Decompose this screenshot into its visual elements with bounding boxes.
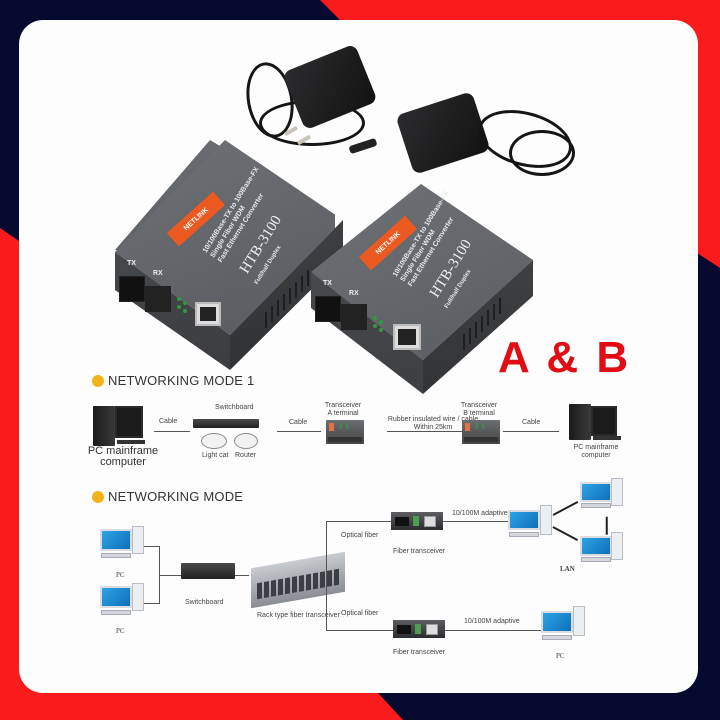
rj45-port bbox=[393, 324, 421, 350]
connector-line bbox=[144, 603, 160, 604]
link-label: Rubber insulated wire / cable Within 25k… bbox=[387, 416, 479, 431]
switchboard-icon bbox=[181, 563, 235, 579]
pc-right-label: PC mainframe computer bbox=[573, 444, 619, 459]
cable-line bbox=[387, 431, 479, 432]
light-cat-icon bbox=[201, 433, 227, 449]
dc-plug-1 bbox=[348, 137, 378, 155]
fiber-transceiver-bottom-label: Fiber transceiver bbox=[393, 649, 446, 656]
led bbox=[373, 316, 377, 320]
connector-line bbox=[159, 546, 160, 603]
transceiver-a-label: Transceiver A terminal bbox=[324, 402, 362, 417]
switchboard-label: Switchboard bbox=[215, 404, 254, 411]
vent bbox=[499, 298, 501, 314]
cable-label: Cable bbox=[289, 419, 308, 426]
cable-line bbox=[154, 431, 190, 432]
tx-label: TX bbox=[127, 260, 136, 267]
vent bbox=[475, 322, 477, 338]
router-label: Router bbox=[235, 452, 257, 459]
fiber-line bbox=[326, 521, 327, 631]
vent bbox=[487, 310, 489, 326]
pc-1-label: PC bbox=[116, 571, 125, 579]
cable-label: Cable bbox=[159, 418, 178, 425]
vent bbox=[265, 312, 267, 328]
tx-label: TX bbox=[323, 280, 332, 287]
power-adapter-2 bbox=[395, 91, 491, 175]
fiber-port-rx bbox=[341, 304, 367, 330]
vent bbox=[463, 334, 465, 350]
fiber-port-tx bbox=[315, 296, 341, 322]
vent bbox=[283, 294, 285, 310]
pc-2-label: PC bbox=[116, 627, 125, 635]
cable-line bbox=[277, 431, 321, 432]
mode2-title: NETWORKING MODE bbox=[92, 489, 243, 504]
arrow-icon bbox=[606, 516, 608, 535]
fiber-transceiver-top-label: Fiber transceiver bbox=[393, 548, 446, 555]
transceiver-b-label: Transceiver B terminal bbox=[460, 402, 498, 417]
connector-line bbox=[235, 575, 249, 576]
rack-transceiver-icon bbox=[251, 551, 345, 609]
cable-label: Cable bbox=[522, 419, 541, 426]
switchboard-label: Switchboard bbox=[185, 599, 224, 606]
fiber-port-tx bbox=[119, 276, 145, 302]
connector-line bbox=[159, 575, 201, 576]
rx-label: RX bbox=[153, 270, 163, 277]
lan-label: LAN bbox=[560, 565, 575, 573]
rack-label: Rack type fiber transceiver bbox=[257, 612, 340, 619]
led bbox=[183, 309, 187, 313]
arrow-icon bbox=[552, 526, 579, 541]
variant-label: A & B bbox=[498, 333, 632, 382]
vent bbox=[295, 282, 297, 298]
led bbox=[373, 324, 377, 328]
light-cat-label: Light cat bbox=[202, 452, 229, 459]
fiber-line bbox=[326, 630, 394, 631]
vent bbox=[271, 306, 273, 322]
transceiver-b-icon bbox=[462, 420, 500, 444]
bullet-dot-icon bbox=[92, 490, 104, 503]
led bbox=[177, 297, 181, 301]
arrow-icon bbox=[552, 500, 579, 516]
cable-line bbox=[445, 630, 541, 631]
led bbox=[379, 320, 383, 324]
optical-fiber-top-label: Optical fiber bbox=[341, 532, 379, 539]
fiber-transceiver-bottom-icon bbox=[393, 620, 445, 638]
cable-line bbox=[443, 521, 509, 522]
vent bbox=[289, 288, 291, 304]
rj45-port bbox=[195, 302, 221, 326]
optical-fiber-bottom-label: Optical fiber bbox=[341, 610, 379, 617]
power-cord-2-loop bbox=[509, 130, 575, 176]
adaptive-top-label: 10/100M adaptive bbox=[452, 510, 508, 517]
vent bbox=[493, 304, 495, 320]
rx-label: RX bbox=[349, 290, 359, 297]
vent bbox=[481, 316, 483, 332]
connector-line bbox=[144, 546, 160, 547]
router-icon bbox=[234, 433, 258, 449]
fiber-transceiver-top-icon bbox=[391, 512, 443, 530]
vent bbox=[277, 300, 279, 316]
led bbox=[177, 305, 181, 309]
adaptive-bottom-label: 10/100M adaptive bbox=[464, 618, 520, 625]
product-card: NETLINK 10/100Base-TX to 100Base-FX Sing… bbox=[19, 20, 698, 693]
cable-line bbox=[503, 431, 559, 432]
pc-bottom-label: PC bbox=[556, 652, 565, 660]
pc-left-label: PC mainframe computer bbox=[87, 445, 159, 468]
vent bbox=[307, 270, 309, 286]
led bbox=[183, 301, 187, 305]
fiber-line bbox=[326, 521, 394, 522]
bullet-dot-icon bbox=[92, 374, 104, 387]
vent bbox=[469, 328, 471, 344]
transceiver-a-icon bbox=[326, 420, 364, 444]
led bbox=[379, 328, 383, 332]
mode1-title: NETWORKING MODE 1 bbox=[92, 373, 254, 388]
fiber-port-rx bbox=[145, 286, 171, 312]
vent bbox=[301, 276, 303, 292]
switchboard-icon bbox=[193, 419, 259, 428]
